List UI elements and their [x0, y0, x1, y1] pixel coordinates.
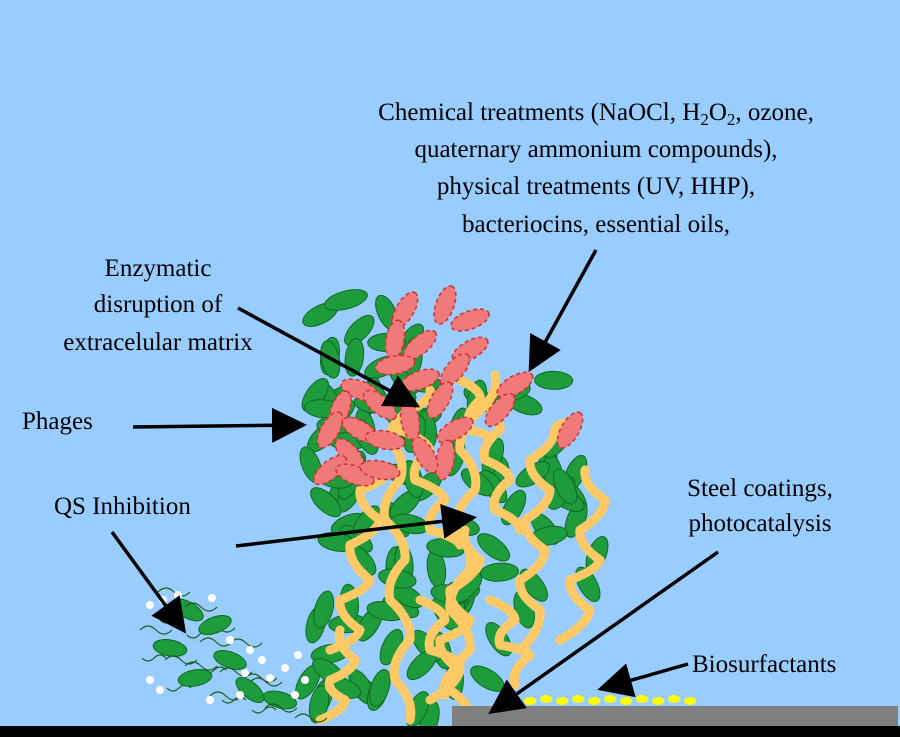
arrow-icon	[132, 407, 307, 443]
signal-molecule	[258, 656, 266, 664]
live-bacterium	[313, 590, 335, 629]
chemical-treatments-line2: quaternary ammonium compounds),	[414, 136, 777, 163]
biosurfactant-droplet	[540, 695, 552, 703]
enzymatic-label-line1: Enzymatic	[105, 255, 212, 282]
arrow-icon	[528, 249, 598, 373]
dead-bacterium	[556, 411, 584, 449]
matrix-strand	[315, 625, 360, 725]
dead-bacterium	[384, 319, 406, 361]
enzymatic-label-line2: disruption of	[94, 291, 223, 318]
biosurfactant-droplet	[620, 697, 632, 705]
chemical-treatments-label: Chemical treatments (NaOCl, H2O2, ozone,	[378, 99, 814, 129]
flagellum	[249, 677, 328, 723]
biosurfactant-droplet	[588, 697, 600, 705]
signal-molecule	[294, 651, 302, 659]
signal-molecule	[226, 636, 234, 644]
dead-bacterium	[316, 411, 344, 449]
enzymatic-label-line3: extracelular matrix	[63, 329, 253, 356]
biosurfactant-droplet	[684, 697, 696, 705]
dead-bacterium	[411, 436, 439, 474]
live-bacterium	[344, 337, 365, 377]
matrix-strand	[515, 415, 580, 655]
signal-molecule	[291, 691, 299, 699]
biosurfactant-droplet	[556, 697, 568, 705]
phages-label: Phages	[22, 408, 93, 435]
dead-bacterium	[391, 291, 419, 329]
qs-inhibition-label: QS Inhibition	[54, 493, 191, 520]
signal-molecule	[208, 594, 216, 602]
steel-surface	[452, 706, 898, 728]
live-bacterium	[344, 314, 375, 346]
dead-bacterium	[496, 371, 534, 399]
signal-molecule	[241, 669, 249, 677]
signal-molecule	[246, 646, 254, 654]
signal-molecule	[301, 676, 309, 684]
dead-bacterium	[450, 308, 490, 332]
dead-bacterium	[364, 429, 406, 451]
signal-molecule	[206, 696, 214, 704]
dead-bacterium	[433, 285, 457, 325]
biosurfactant-droplet	[668, 695, 680, 703]
dead-bacterium	[426, 381, 454, 419]
arrow-icon	[237, 306, 421, 408]
signal-molecule	[266, 674, 274, 682]
signal-molecule	[281, 664, 289, 672]
live-bacterium	[324, 289, 368, 311]
live-bacterium	[369, 669, 391, 707]
live-bacterium	[310, 487, 342, 518]
matrix-strand	[379, 385, 435, 725]
arrow-icon	[235, 503, 477, 548]
steel-coatings-label-line2: photocatalysis	[688, 510, 831, 537]
arrow-icon	[597, 662, 689, 698]
matrix-strand	[415, 595, 465, 700]
physical-treatments-line: physical treatments (UV, HHP),	[437, 173, 755, 200]
dead-bacteria-cluster	[312, 285, 584, 487]
ground-line	[0, 726, 900, 737]
biosurfactant-droplet	[652, 697, 664, 705]
dead-bacterium	[359, 459, 401, 481]
steel-coatings-label-line1: Steel coatings,	[687, 475, 833, 502]
qs-bacterium	[152, 639, 188, 657]
extracellular-matrix	[315, 370, 610, 725]
matrix-strand	[485, 595, 535, 690]
qs-bacterium	[177, 669, 213, 687]
live-bacterium	[552, 468, 578, 505]
biosurfactant-droplet	[636, 695, 648, 703]
dead-bacterium	[439, 352, 471, 388]
biosurfactants-label: Biosurfactants	[692, 651, 836, 678]
signal-molecule	[146, 601, 154, 609]
biosurfactant-droplet	[604, 695, 616, 703]
qs-bacterium	[235, 676, 265, 704]
biosurfactant-droplet	[572, 695, 584, 703]
signal-molecule	[156, 686, 164, 694]
dead-bacterium	[484, 392, 516, 428]
live-bacterium	[534, 370, 574, 390]
dead-bacterium	[312, 454, 348, 486]
dead-bacterium	[374, 354, 416, 376]
arrow-icon	[110, 530, 187, 634]
live-bacterium	[480, 562, 519, 582]
signal-molecule	[236, 691, 244, 699]
arrow-icon	[488, 550, 720, 715]
signal-molecule	[146, 676, 154, 684]
live-bacterium	[477, 533, 511, 562]
biosurfactant-droplet	[524, 697, 536, 705]
matrix-strand	[555, 465, 610, 645]
qs-bacterium	[198, 614, 232, 636]
bacteriocins-line: bacteriocins, essential oils,	[462, 211, 730, 238]
signal-molecule	[174, 591, 182, 599]
dead-bacterium	[436, 416, 474, 444]
matrix-strand	[475, 395, 525, 535]
matrix-strand	[455, 375, 495, 445]
dead-bacterium	[402, 329, 438, 361]
matrix-strand	[325, 465, 395, 655]
